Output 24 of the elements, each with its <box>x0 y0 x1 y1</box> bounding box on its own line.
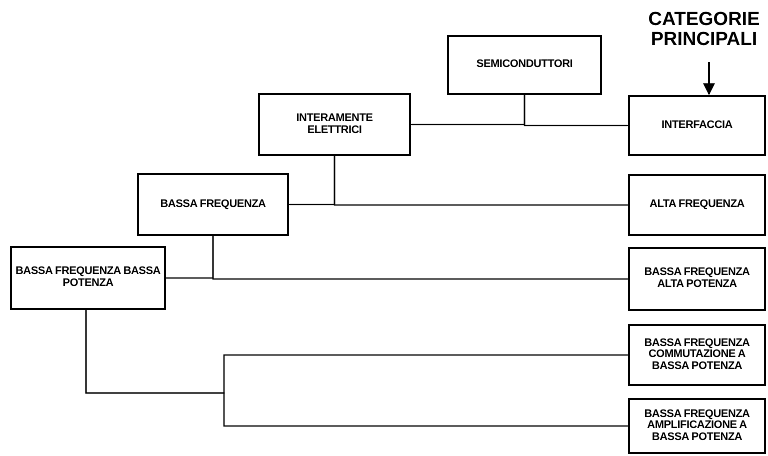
category-box <box>628 324 766 386</box>
category-box <box>447 35 602 95</box>
category-box <box>628 398 766 454</box>
box-label: SEMICONDUTTORI <box>476 59 573 71</box>
box-label: INTERAMENTE ELETTRICI <box>295 112 374 136</box>
arrow <box>703 62 715 96</box>
box-label: BASSA FREQUENZA AMPLIFICAZIONE A BASSA POTENZA <box>643 408 751 444</box>
connector-line <box>85 310 628 427</box>
box-label: BASSA FREQUENZA COMMUTAZIONE A BASSA POTENZA <box>643 338 751 372</box>
box-label: BASSA FREQUENZA BASSA POTENZA <box>14 266 162 290</box>
category-box <box>10 246 166 310</box>
category-box <box>628 95 766 156</box>
connector-line <box>334 156 628 206</box>
box-label: BASSA FREQUENZA ALTA POTENZA <box>643 267 751 291</box>
connector-line <box>524 95 628 126</box>
connector-line <box>212 236 628 280</box>
box-label: INTERFACCIA <box>662 120 732 132</box>
category-box <box>137 173 289 236</box>
category-box <box>628 247 766 311</box>
category-box <box>258 93 411 156</box>
category-box <box>628 174 766 236</box>
box-label: ALTA FREQUENZA <box>650 199 744 211</box>
box-label: BASSA FREQUENZA <box>160 198 266 210</box>
heading-text: CATEGORIE PRINCIPALI <box>640 6 768 54</box>
